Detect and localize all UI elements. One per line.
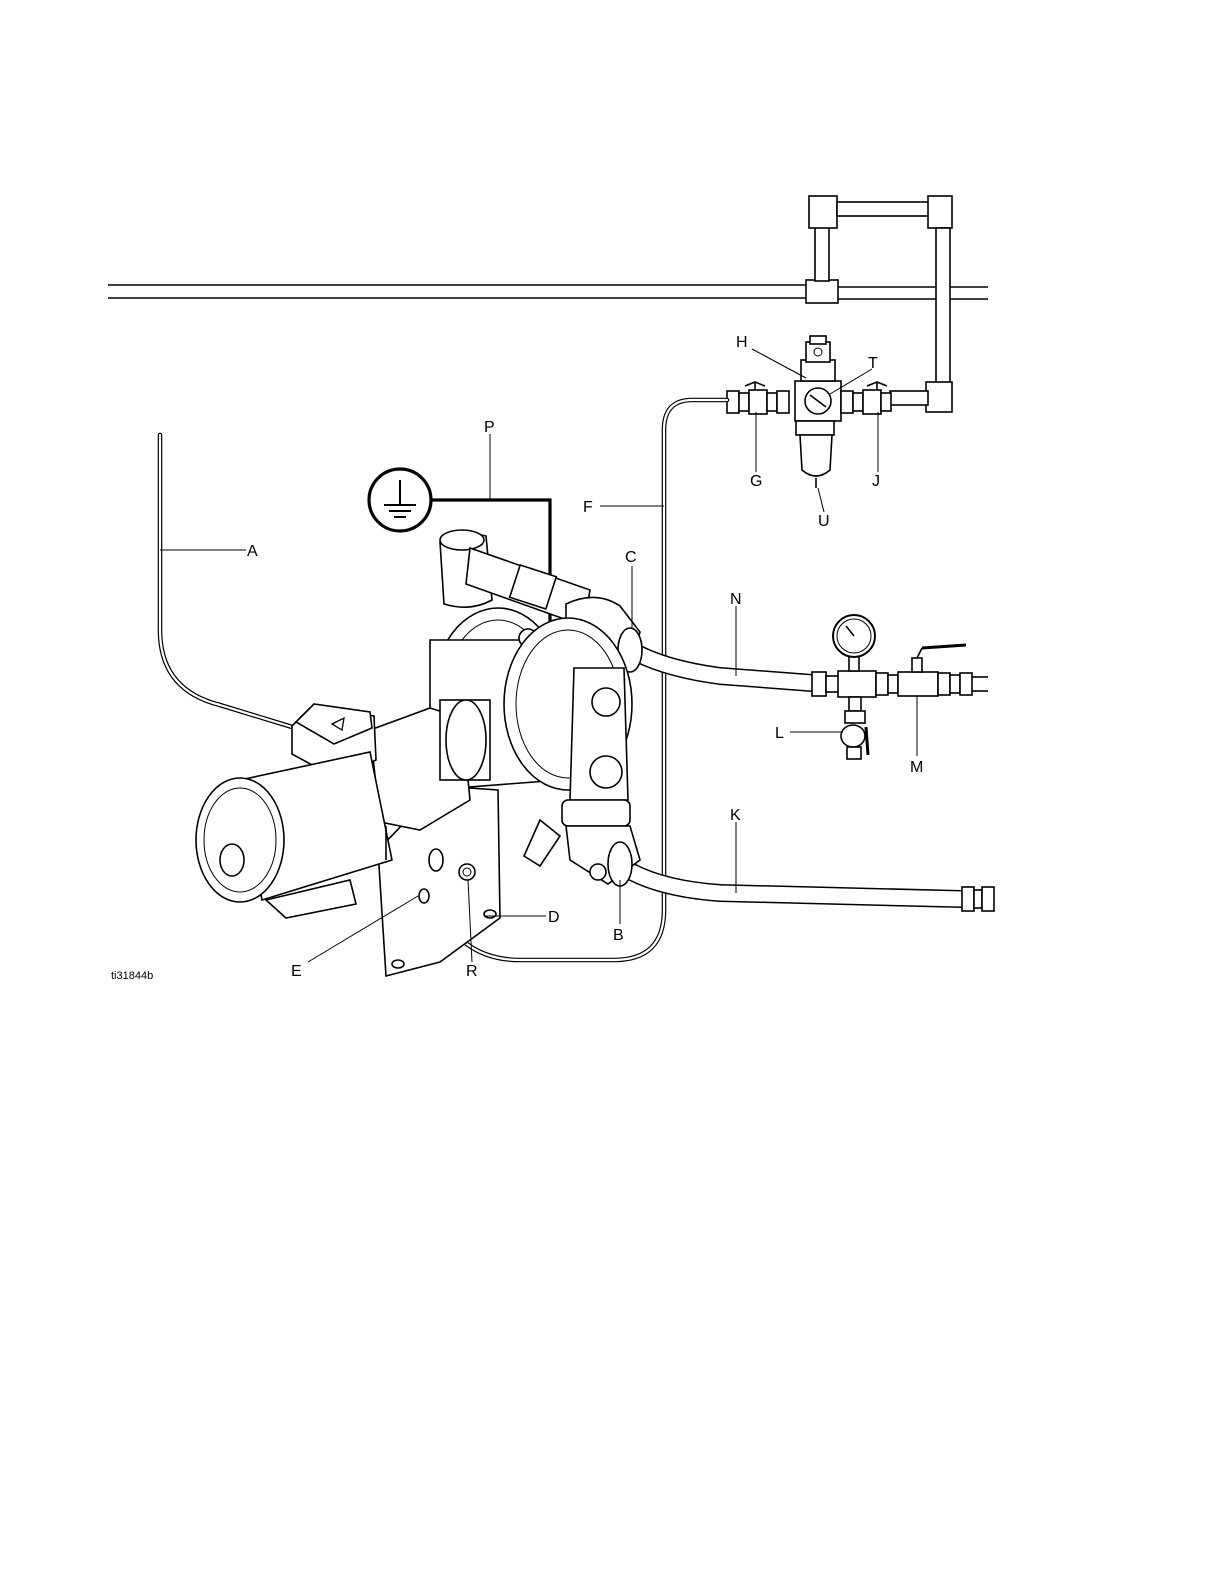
inlet-fittings — [962, 887, 994, 911]
callout-p: P — [484, 419, 495, 436]
power-cable — [160, 435, 302, 730]
callout-a: A — [247, 543, 258, 560]
main-air-line — [108, 196, 988, 412]
callout-u: U — [818, 513, 830, 530]
callout-c: C — [625, 549, 637, 566]
pressure-gauge-icon — [833, 615, 875, 657]
callout-k: K — [730, 807, 741, 824]
callout-m: M — [910, 759, 923, 776]
fluid-inlet-hose — [616, 862, 962, 899]
callout-n: N — [730, 591, 742, 608]
motor-assembly — [196, 700, 500, 976]
air-regulator-assembly — [727, 336, 891, 488]
callout-t: T — [868, 355, 878, 372]
callout-f: F — [583, 499, 593, 516]
callout-b: B — [613, 927, 624, 944]
callout-h: H — [736, 334, 748, 351]
callout-e: E — [291, 963, 302, 980]
callout-l: L — [775, 725, 784, 742]
outlet-fittings — [812, 645, 988, 759]
ground-symbol-icon — [369, 469, 431, 531]
callout-g: G — [750, 473, 762, 490]
callout-j: J — [872, 473, 880, 490]
callout-d: D — [548, 909, 560, 926]
fluid-outlet-hose — [628, 648, 812, 683]
figure-id: ti31844b — [111, 970, 153, 982]
callout-r: R — [466, 963, 478, 980]
